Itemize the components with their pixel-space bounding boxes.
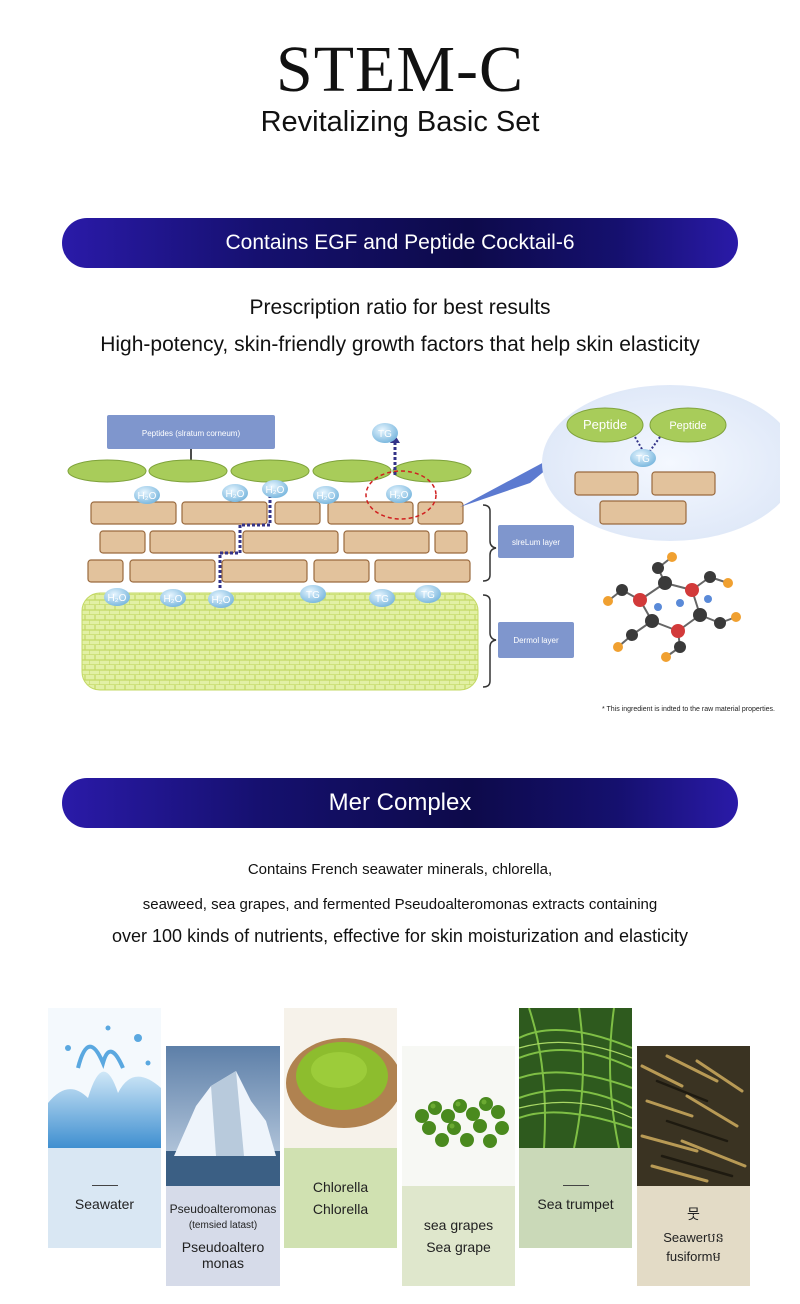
peptide-leaf-layer [67, 459, 472, 483]
water-splash-icon [48, 1008, 161, 1148]
page-title: STEM-C [275, 33, 525, 106]
svg-text:TG: TG [306, 590, 320, 601]
svg-text:H₂O: H₂O [266, 485, 285, 496]
molecule-icon [603, 552, 741, 662]
peptide-label-box: Peptides (slratum corneum) [107, 415, 275, 449]
banner-mer-complex: Mer Complex [62, 778, 738, 828]
label-pseudoalteromonas: Pseudoalteromonas (temsied latast) Pseud… [166, 1186, 280, 1286]
svg-text:Peptide: Peptide [669, 420, 706, 432]
zoom-inset: Peptide Peptide TG [542, 385, 780, 541]
sea-grapes-icon [402, 1046, 515, 1186]
dermis-layer [81, 592, 479, 691]
skin-layer-diagram: Peptides (slratum corneum) H₂O H₂O [67, 385, 780, 691]
svg-text:H₂O: H₂O [138, 491, 157, 502]
label-sea-trumpet: Sea trumpet [519, 1148, 632, 1248]
svg-text:H₂O: H₂O [108, 593, 127, 604]
mer-line3: over 100 kinds of nutrients, effective f… [112, 926, 688, 946]
svg-text:Peptide: Peptide [583, 417, 627, 432]
svg-text:TG: TG [375, 594, 389, 605]
tg-drops: TG TG TG TG [300, 423, 441, 607]
svg-text:H₂O: H₂O [164, 594, 183, 605]
svg-text:Peptides (slratum corneum): Peptides (slratum corneum) [142, 429, 241, 438]
svg-text:H₂O: H₂O [212, 595, 231, 606]
dermal-layer-label: Dermol layer [498, 622, 574, 658]
chlorella-powder-icon [284, 1008, 397, 1148]
banner-egf-peptide: Contains EGF and Peptide Cocktail-6 [62, 218, 738, 268]
dried-seaweed-icon [637, 1046, 750, 1186]
svg-text:H₂O: H₂O [390, 490, 409, 501]
label-seawater: Seawater [48, 1148, 161, 1248]
mer-line1: Contains French seawater minerals, chlor… [247, 861, 553, 878]
svg-text:TG: TG [636, 454, 650, 465]
highlight-circle [365, 470, 437, 520]
svg-text:H₂O: H₂O [317, 491, 336, 502]
svg-text:TG: TG [421, 590, 435, 601]
page-subtitle: Revitalizing Basic Set [260, 106, 540, 138]
h2o-drops: H₂O H₂O H₂O H₂O H₂O H₂O H₂O H₂O [104, 480, 412, 608]
stratum-layer-label: slreLum layer [498, 525, 574, 558]
section1-line2: High-potency, skin-friendly growth facto… [100, 333, 700, 356]
diagram-footnote: * This ingredient is indted to the raw m… [601, 706, 775, 713]
label-chlorella: Chlorella Chlorella [284, 1148, 397, 1248]
label-sea-grapes: sea grapes Sea grape [402, 1186, 515, 1286]
svg-text:slreLum layer: slreLum layer [512, 538, 560, 547]
svg-text:H₂O: H₂O [226, 489, 245, 500]
sea-trumpet-icon [519, 1008, 632, 1148]
iceberg-icon [166, 1046, 280, 1186]
section1-line1: Prescription ratio for best results [249, 296, 551, 319]
stratum-bricks [87, 501, 471, 583]
svg-text:Dermol layer: Dermol layer [513, 636, 559, 645]
svg-text:TG: TG [378, 429, 392, 440]
label-seaweed-fusiforme: 뭇 Seawerបន fusiformម [637, 1186, 750, 1286]
mer-line2: seaweed, sea grapes, and fermented Pseud… [142, 896, 658, 913]
